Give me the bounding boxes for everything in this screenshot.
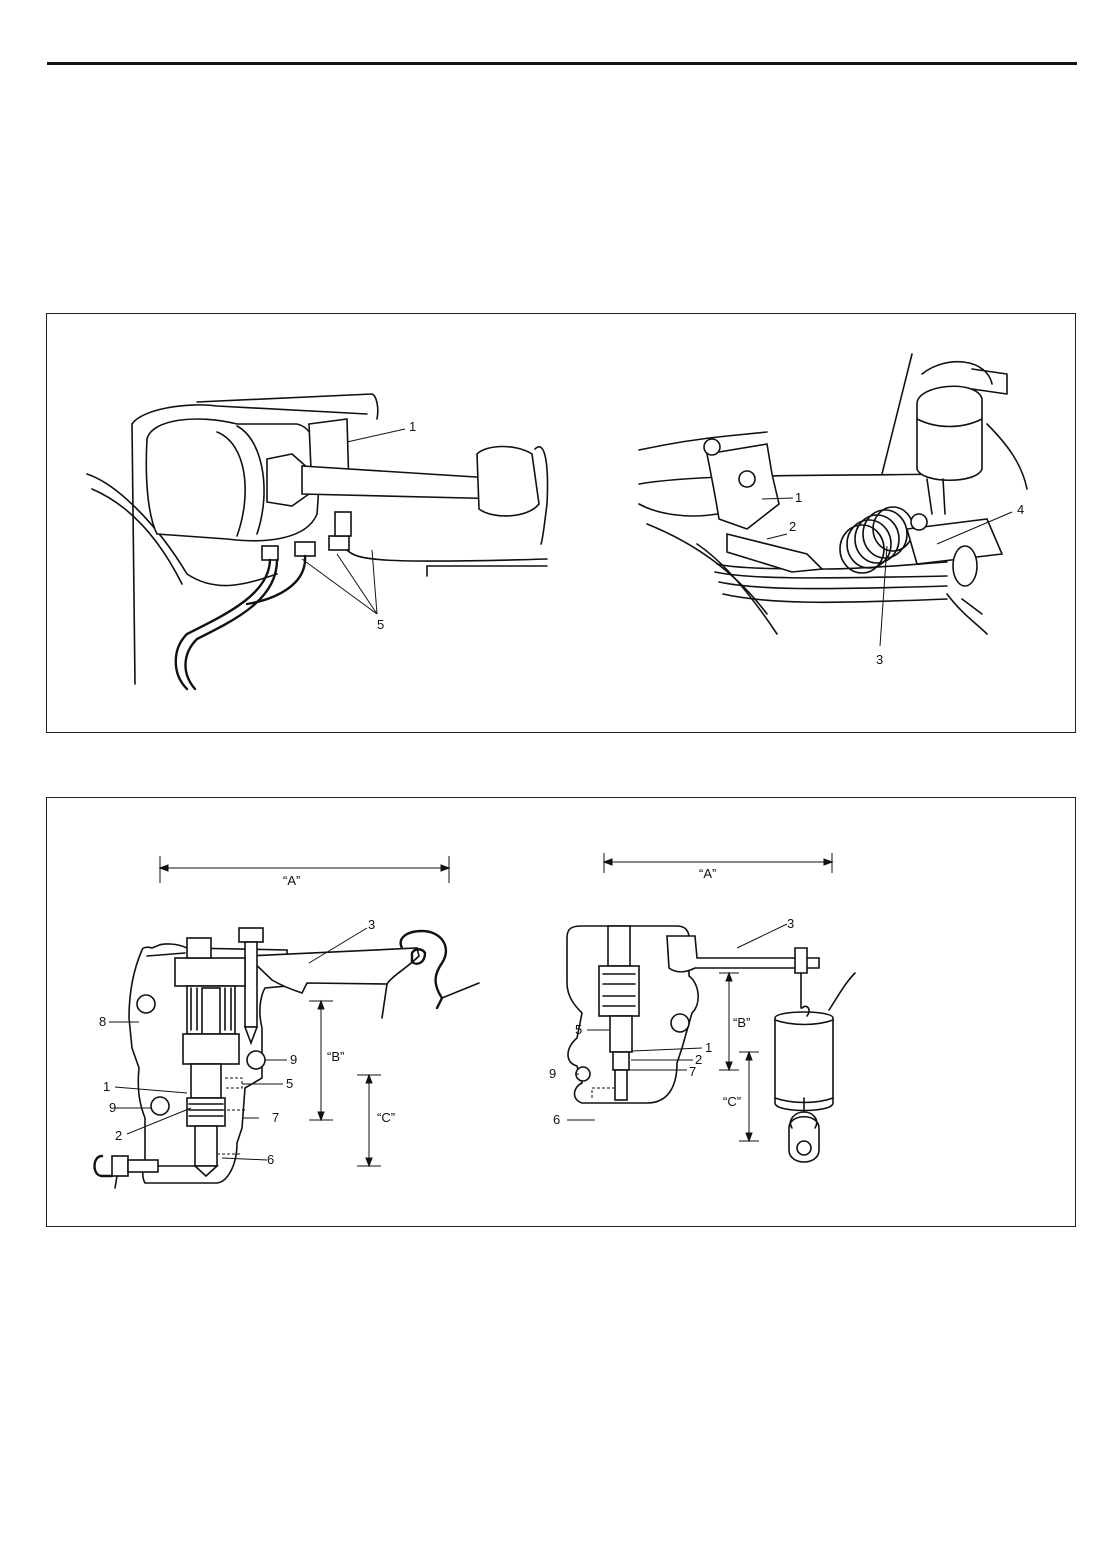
callout-top-right-3: 3 <box>876 652 883 667</box>
header-rule <box>47 62 1077 65</box>
dim-right-C: “C” <box>723 1094 741 1109</box>
callout-left-9-upper: 9 <box>290 1052 297 1067</box>
callout-right-1: 1 <box>705 1040 712 1055</box>
dim-left-C: “C” <box>377 1110 395 1125</box>
callout-left-8: 8 <box>99 1014 106 1029</box>
callout-right-5: 5 <box>575 1022 582 1037</box>
callout-left-9-lower: 9 <box>109 1100 116 1115</box>
callout-left-2: 2 <box>115 1128 122 1143</box>
valve-removal-illustrations: 1 5 <box>47 314 1075 732</box>
callout-top-right-1: 1 <box>795 490 802 505</box>
callout-left-1: 1 <box>103 1079 110 1094</box>
dim-right-A: “A” <box>699 866 716 881</box>
valve-spring-right-illustration <box>639 354 1027 646</box>
illustration-panel-bottom: “A” “B” “C” 3 8 9 5 1 9 7 2 6 <box>46 797 1076 1227</box>
valve-removal-left-illustration <box>87 394 548 689</box>
dim-left-B: “B” <box>327 1049 344 1064</box>
callout-right-7: 7 <box>689 1064 696 1079</box>
callout-left-3: 3 <box>368 917 375 932</box>
callout-top-left-5: 5 <box>377 617 384 632</box>
valve-section-left-diagram <box>95 856 480 1188</box>
callout-top-right-2: 2 <box>789 519 796 534</box>
callout-right-3: 3 <box>787 916 794 931</box>
callout-right-9: 9 <box>549 1066 556 1081</box>
callout-top-left-1: 1 <box>409 419 416 434</box>
callout-right-6: 6 <box>553 1112 560 1127</box>
coil-spring <box>840 507 913 573</box>
dim-left-A: “A” <box>283 873 300 888</box>
valve-section-diagrams: “A” “B” “C” 3 8 9 5 1 9 7 2 6 <box>47 798 1075 1226</box>
callout-left-7: 7 <box>272 1110 279 1125</box>
callout-top-right-4: 4 <box>1017 502 1024 517</box>
callout-left-6: 6 <box>267 1152 274 1167</box>
illustration-panel-top: 1 5 <box>46 313 1076 733</box>
callout-left-5: 5 <box>286 1076 293 1091</box>
valve-section-right-diagram <box>567 853 855 1162</box>
dim-right-B: “B” <box>733 1015 750 1030</box>
